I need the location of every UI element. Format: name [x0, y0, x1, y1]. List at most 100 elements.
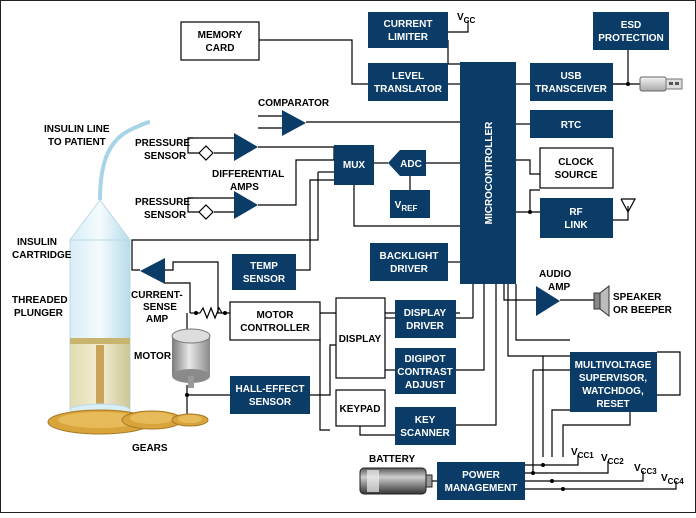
svg-text:WATCHDOG,: WATCHDOG, — [582, 386, 644, 397]
backlight-driver-block: BACKLIGHT DRIVER — [370, 243, 448, 281]
gears-label: GEARS — [132, 443, 168, 454]
insulin-cartridge-label-1: INSULIN — [17, 237, 57, 248]
pressure-sensor-1-label-2: SENSOR — [144, 151, 187, 162]
speaker-icon — [593, 284, 610, 318]
mux-block: MUX — [334, 145, 374, 185]
differential-amp-1 — [234, 133, 258, 161]
svg-text:VREF: VREF — [395, 200, 418, 213]
pressure-sensor-2-label-2: SENSOR — [144, 210, 187, 221]
insulin-line-label-1: INSULIN LINE — [44, 124, 110, 135]
usb-connector-icon — [639, 76, 683, 92]
pressure-sensor-2-icon — [198, 204, 214, 220]
svg-text:POWER: POWER — [462, 470, 501, 481]
battery-label: BATTERY — [369, 454, 415, 465]
svg-text:BACKLIGHT: BACKLIGHT — [380, 251, 439, 262]
current-sense-label-3: AMP — [146, 314, 169, 325]
svg-text:RESET: RESET — [596, 399, 629, 410]
comparator-label: COMPARATOR — [258, 98, 330, 109]
differential-amp-2 — [234, 191, 258, 219]
insulin-line-label-2: TO PATIENT — [48, 137, 106, 148]
pressure-sensor-2-label-1: PRESSURE — [135, 197, 190, 208]
wires — [131, 20, 681, 490]
svg-text:RTC: RTC — [561, 120, 582, 131]
vcc1-label: VCC1 — [571, 447, 594, 460]
svg-text:MANAGEMENT: MANAGEMENT — [445, 483, 518, 494]
battery-icon — [359, 467, 433, 495]
pressure-sensor-1-label-1: PRESSURE — [135, 138, 190, 149]
rf-antenna-icon — [620, 198, 637, 214]
svg-text:DISPLAY: DISPLAY — [339, 334, 382, 345]
vcc3-label: VCC3 — [634, 463, 657, 476]
svg-text:CARD: CARD — [206, 43, 235, 54]
svg-text:DRIVER: DRIVER — [406, 321, 445, 332]
current-sense-label-1: CURRENT- — [131, 290, 183, 301]
svg-text:CLOCK: CLOCK — [558, 157, 594, 168]
svg-text:MUX: MUX — [343, 160, 366, 171]
svg-text:PROTECTION: PROTECTION — [598, 33, 664, 44]
svg-text:MEMORY: MEMORY — [198, 30, 243, 41]
esd-protection-block: ESD PROTECTION — [593, 12, 669, 50]
svg-text:RF: RF — [569, 207, 582, 218]
differential-amps-label-2: AMPS — [230, 182, 259, 193]
threaded-plunger-label-2: PLUNGER — [14, 308, 64, 319]
current-sense-amp — [140, 258, 165, 284]
digipot-block: DIGIPOT CONTRAST ADJUST — [395, 348, 456, 394]
svg-text:ESD: ESD — [621, 20, 642, 31]
motor-label: MOTOR — [134, 351, 172, 362]
svg-text:LINK: LINK — [564, 220, 588, 231]
temp-sensor-block: TEMP SENSOR — [232, 254, 296, 290]
svg-text:DRIVER: DRIVER — [390, 264, 429, 275]
svg-text:CONTROLLER: CONTROLLER — [240, 323, 310, 334]
svg-text:CURRENT: CURRENT — [384, 19, 433, 30]
svg-text:SENSOR: SENSOR — [249, 397, 292, 408]
insulin-cartridge-label-2: CARTRIDGE — [12, 250, 72, 261]
rtc-block: RTC — [530, 110, 613, 138]
svg-text:TRANSLATOR: TRANSLATOR — [374, 84, 443, 95]
vcc2-label: VCC2 — [601, 453, 624, 466]
svg-text:MOTOR: MOTOR — [256, 310, 294, 321]
differential-amps-label-1: DIFFERENTIAL — [212, 169, 284, 180]
clock-source-block: CLOCK SOURCE — [539, 147, 614, 189]
svg-text:USB: USB — [560, 71, 581, 82]
svg-text:LIMITER: LIMITER — [388, 32, 429, 43]
vcc-label: VCC — [457, 12, 475, 25]
adc-block: ADC — [388, 150, 426, 176]
insulin-cartridge-illustration — [69, 120, 151, 420]
svg-text:CONTRAST: CONTRAST — [397, 367, 453, 378]
speaker-label-2: OR BEEPER — [613, 305, 673, 316]
svg-text:SENSOR: SENSOR — [243, 274, 286, 285]
svg-text:SOURCE: SOURCE — [555, 170, 598, 181]
keypad-block: KEYPAD — [335, 389, 386, 427]
svg-text:LEVEL: LEVEL — [392, 71, 424, 82]
hall-effect-sensor-block: HALL-EFFECT SENSOR — [230, 376, 310, 414]
audio-amp-label-1: AUDIO — [539, 269, 571, 280]
svg-text:KEY: KEY — [415, 415, 436, 426]
display-driver-block: DISPLAY DRIVER — [395, 300, 456, 338]
svg-text:KEYPAD: KEYPAD — [340, 404, 381, 415]
display-block: DISPLAY — [335, 297, 386, 379]
vref-block: VREF — [390, 190, 430, 218]
motor-icon — [171, 328, 211, 388]
audio-amp-label-2: AMP — [548, 282, 571, 293]
svg-text:ADJUST: ADJUST — [405, 380, 445, 391]
resistor-icon — [199, 306, 223, 320]
rf-link-block: RF LINK — [540, 198, 613, 238]
comparator-amp — [282, 110, 306, 136]
svg-text:SUPERVISOR,: SUPERVISOR, — [579, 373, 647, 384]
svg-text:TRANSCEIVER: TRANSCEIVER — [535, 84, 607, 95]
speaker-label-1: SPEAKER — [613, 292, 662, 303]
gears-illustration — [47, 409, 209, 435]
svg-text:HALL-EFFECT: HALL-EFFECT — [236, 384, 305, 395]
usb-transceiver-block: USB TRANSCEIVER — [530, 63, 613, 101]
svg-text:SCANNER: SCANNER — [400, 428, 450, 439]
microcontroller-label: MICROCONTROLLER — [484, 121, 495, 225]
power-management-block: POWER MANAGEMENT — [437, 462, 525, 500]
microcontroller-block: MICROCONTROLLER — [460, 62, 516, 284]
threaded-plunger-label-1: THREADED — [12, 295, 68, 306]
current-sense-label-2: SENSE — [143, 302, 177, 313]
current-limiter-block: CURRENT LIMITER — [368, 12, 448, 48]
key-scanner-block: KEY SCANNER — [395, 407, 456, 445]
pressure-sensor-1-icon — [198, 145, 214, 161]
memory-card-block: MEMORY CARD — [180, 21, 260, 61]
